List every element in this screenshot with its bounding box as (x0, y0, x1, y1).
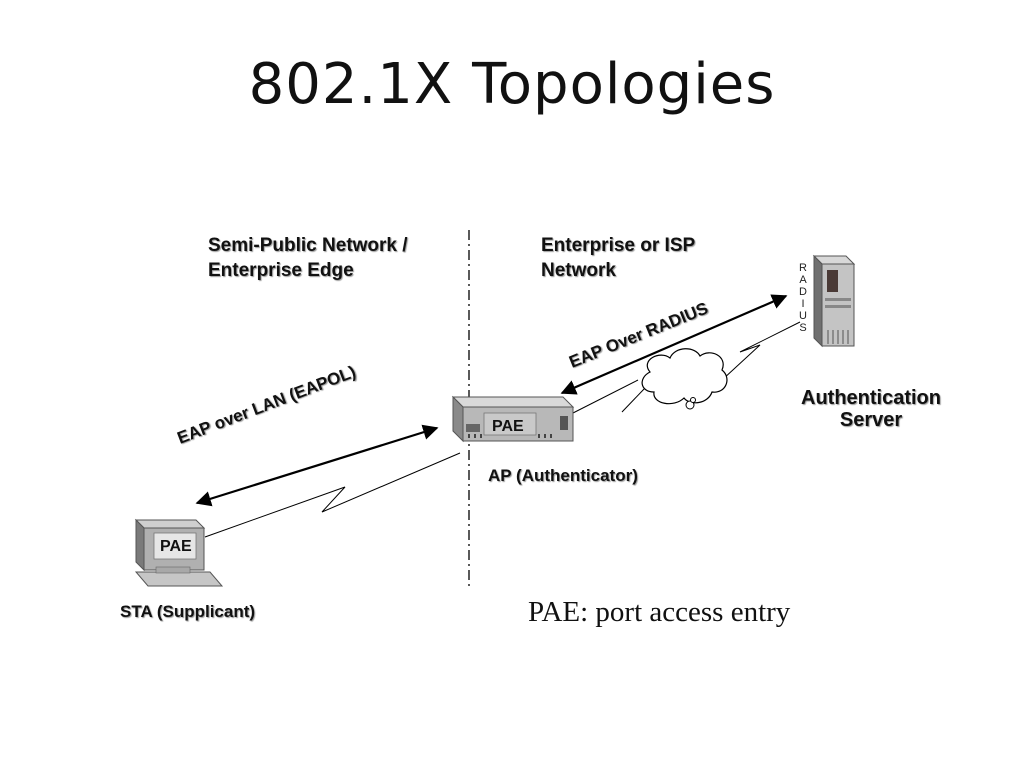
access-point-icon (451, 395, 575, 443)
radius-letter-r: R (799, 262, 807, 274)
internet-cloud-icon (641, 348, 728, 410)
wireless-link (204, 452, 461, 538)
radius-letter-i: I (801, 298, 805, 310)
ap-pae-label: PAE (492, 418, 524, 435)
authenticator-label: AP (Authenticator) (488, 466, 638, 485)
radius-letter-a: A (799, 274, 807, 286)
zone-right-label-line2: Network (541, 260, 616, 281)
radius-letter-s: S (799, 322, 807, 334)
cloud-to-server-link (721, 321, 801, 381)
zone-left-label-line1: Semi-Public Network / (208, 235, 408, 256)
supplicant-label: STA (Supplicant) (120, 602, 256, 621)
radius-letter-u: U (799, 310, 807, 322)
slide-title: 802.1X Topologies (248, 52, 776, 117)
eapol-arrow (195, 424, 439, 507)
radius-arrow (560, 294, 788, 395)
server-label-line2: Server (839, 409, 903, 431)
authentication-server-icon (812, 254, 856, 348)
ap-to-cloud-link (572, 379, 639, 414)
server-label-line1: Authentication (801, 387, 941, 409)
supplicant-computer-icon (134, 518, 224, 587)
zone-left-label-line2: Enterprise Edge (208, 260, 354, 281)
zone-right-label-line1: Enterprise or ISP (541, 235, 696, 256)
pae-caption: PAE: port access entry (528, 596, 791, 628)
radius-letter-d: D (799, 286, 807, 298)
sta-pae-label: PAE (160, 538, 192, 555)
eapol-label: EAP over LAN (EAPOL) (175, 362, 359, 448)
